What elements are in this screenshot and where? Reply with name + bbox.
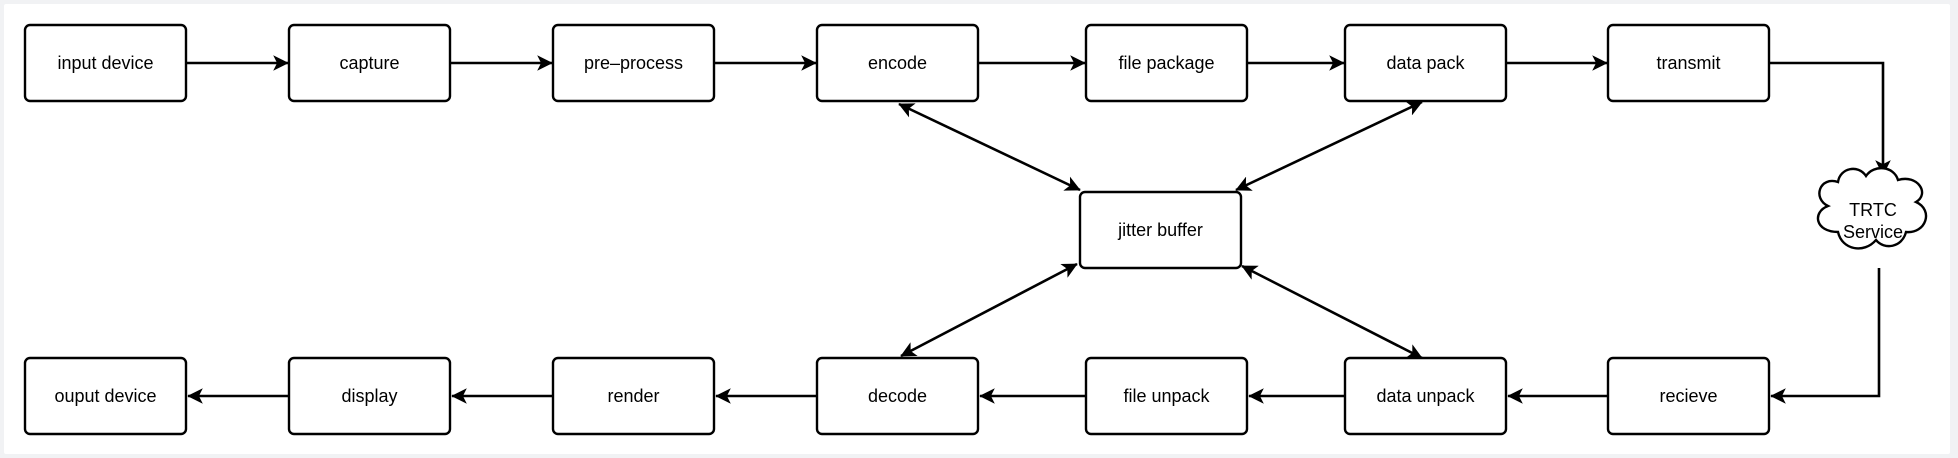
node-label: capture [339, 53, 399, 73]
cloud-icon [1816, 167, 1928, 250]
node-label: data unpack [1376, 386, 1475, 406]
node-label: decode [868, 386, 927, 406]
node-input-device[interactable]: input device [23, 23, 188, 103]
node-display[interactable]: display [287, 356, 452, 436]
node-jitter-buffer[interactable]: jitter buffer [1078, 190, 1243, 270]
edge-trtc-service-to-recieve [1770, 268, 1881, 404]
node-trtc-service[interactable]: TRTC Service [1816, 167, 1928, 250]
node-label: input device [57, 53, 153, 73]
cloud-label-line-2: Service [1843, 222, 1903, 242]
node-capture[interactable]: capture [287, 23, 452, 103]
node-decode[interactable]: decode [815, 356, 980, 436]
node-encode[interactable]: encode [815, 23, 980, 103]
node-label: render [607, 386, 659, 406]
node-data-pack[interactable]: data pack [1343, 23, 1508, 103]
node-label: file package [1118, 53, 1214, 73]
node-pre-process[interactable]: pre–process [551, 23, 716, 103]
node-label: file unpack [1123, 386, 1210, 406]
node-label: pre–process [584, 53, 683, 73]
edge-jitter-buffer-decode [900, 262, 1078, 358]
node-label: recieve [1659, 386, 1717, 406]
node-label: display [341, 386, 397, 406]
edge-jitter-buffer-encode [898, 102, 1081, 192]
edge-jitter-buffer-data-pack [1235, 100, 1423, 192]
node-label: data pack [1386, 53, 1465, 73]
edge-transmit-to-trtc-service [1769, 61, 1891, 176]
cloud-label-line-1: TRTC [1849, 200, 1897, 220]
node-transmit[interactable]: transmit [1606, 23, 1771, 103]
node-ouput-device[interactable]: ouput device [23, 356, 188, 436]
node-recieve[interactable]: recieve [1606, 356, 1771, 436]
node-file-unpack[interactable]: file unpack [1084, 356, 1249, 436]
node-label: transmit [1656, 53, 1720, 73]
node-label: ouput device [54, 386, 156, 406]
edge-jitter-buffer-data-unpack [1241, 264, 1423, 360]
node-label: jitter buffer [1117, 220, 1203, 240]
node-file-package[interactable]: file package [1084, 23, 1249, 103]
node-render[interactable]: render [551, 356, 716, 436]
node-data-unpack[interactable]: data unpack [1343, 356, 1508, 436]
node-label: encode [868, 53, 927, 73]
